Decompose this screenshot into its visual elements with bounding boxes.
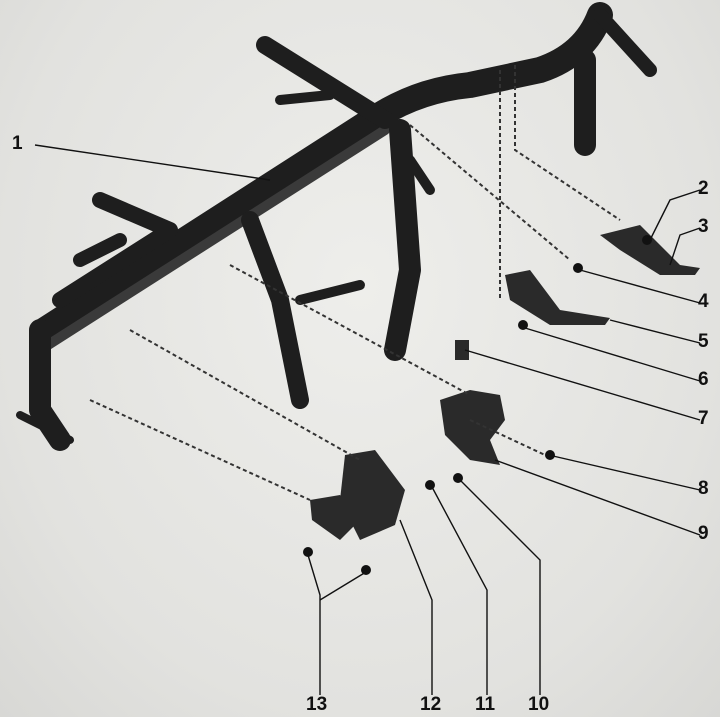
callout-6: 6: [698, 369, 709, 390]
callout-1: 1: [12, 133, 23, 154]
callout-9: 9: [698, 523, 709, 544]
leader-lines: [34, 144, 701, 695]
callout-8: 8: [698, 478, 709, 499]
dashed-assembly-lines: [89, 65, 621, 501]
fasteners: [303, 235, 652, 575]
crossmember-frame: [16, 2, 657, 451]
callout-12: 12: [420, 694, 442, 715]
callout-11: 11: [475, 694, 496, 715]
callout-2: 2: [698, 178, 709, 199]
brackets: [310, 225, 700, 540]
callout-10: 10: [528, 694, 550, 715]
callout-13: 13: [306, 694, 328, 715]
callout-7: 7: [698, 408, 709, 429]
callout-3: 3: [698, 216, 709, 237]
callout-5: 5: [698, 331, 709, 352]
callout-4: 4: [698, 291, 709, 312]
